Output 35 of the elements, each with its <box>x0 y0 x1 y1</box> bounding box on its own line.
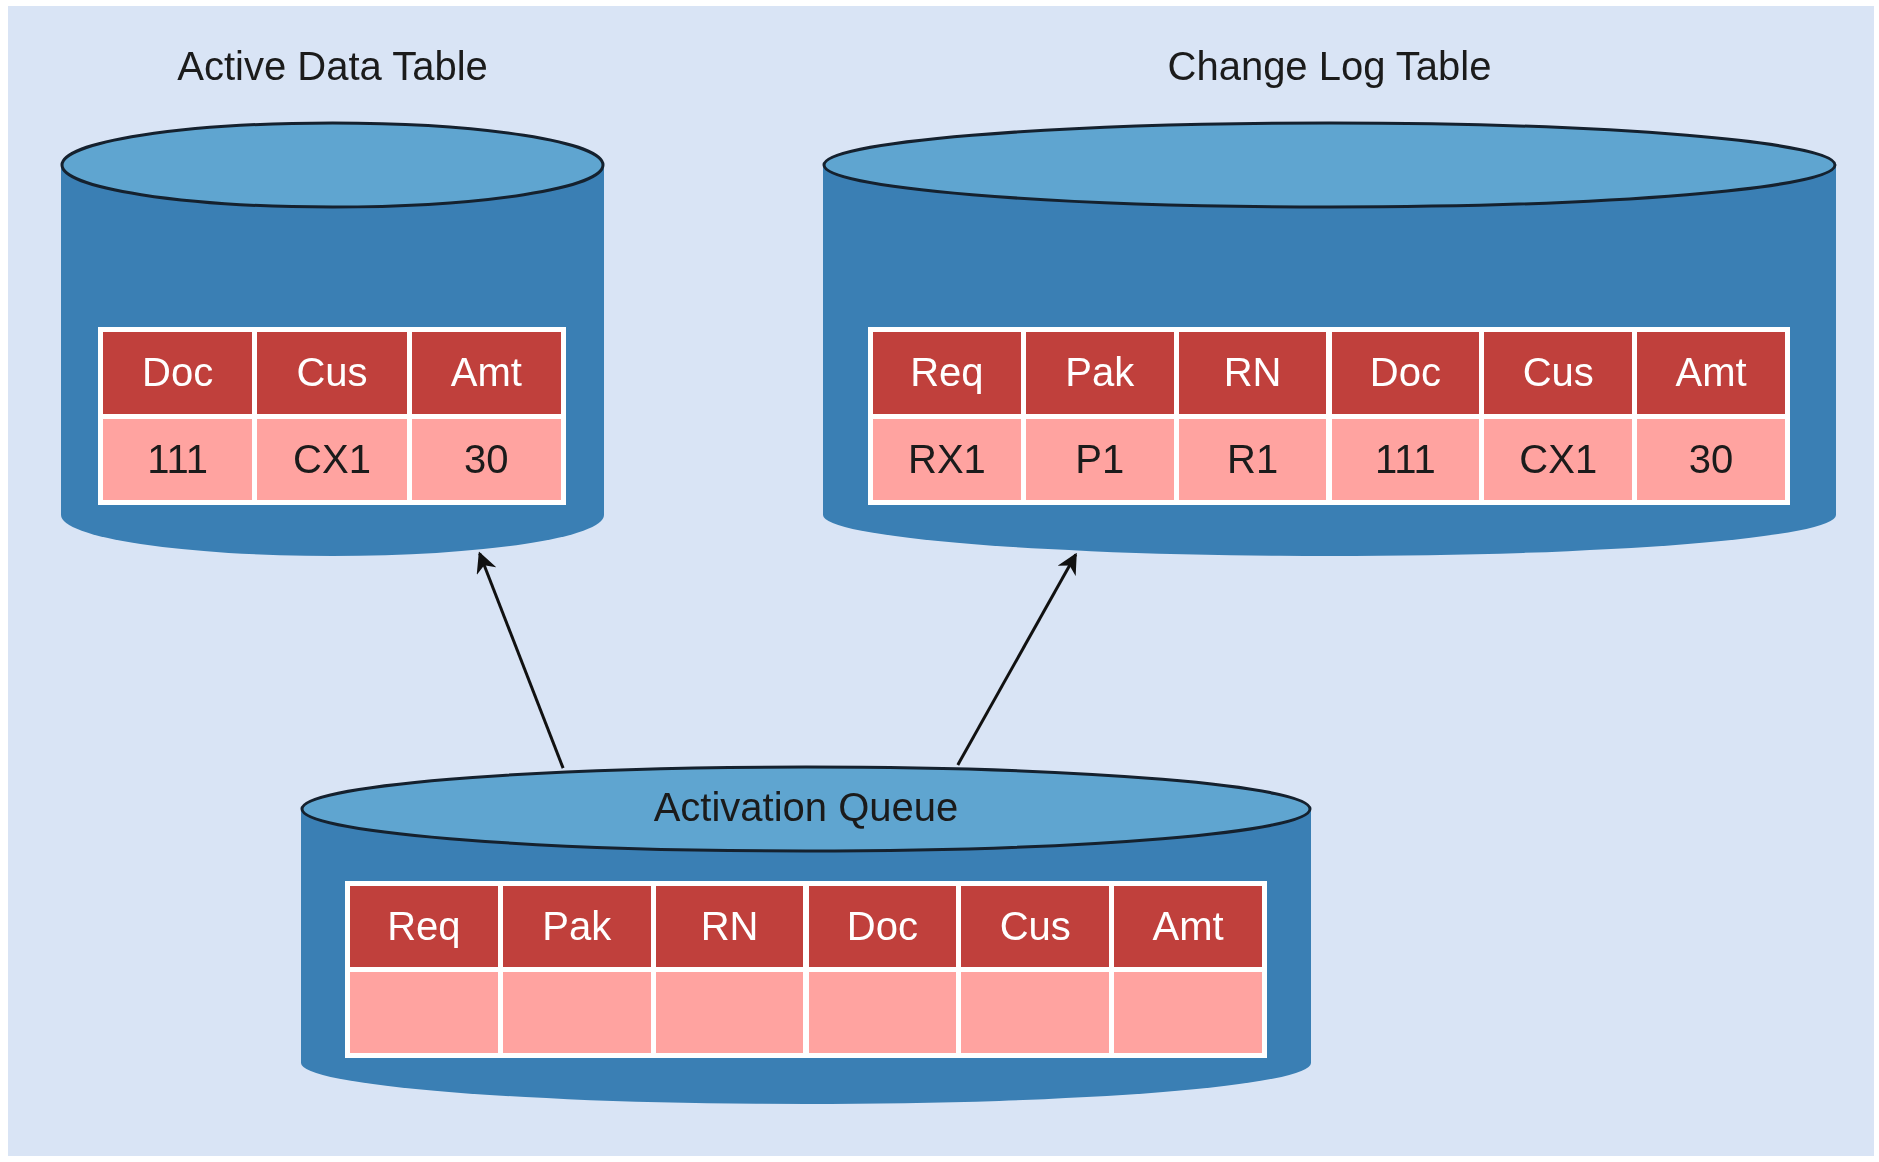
column-header-cell: Doc <box>1331 332 1480 414</box>
table-cell: R1 <box>1178 418 1327 500</box>
column-header-cell: RN <box>1178 332 1327 414</box>
column-header-cell: Pak <box>1025 332 1174 414</box>
column-header-cell: Cus <box>1484 332 1633 414</box>
column-header-cell: Amt <box>1637 332 1785 414</box>
empty-table-cell <box>1114 972 1262 1053</box>
column-header-cell: Cus <box>961 886 1110 967</box>
empty-table-cell <box>961 972 1110 1053</box>
table-cell: CX1 <box>1484 418 1633 500</box>
empty-table-cell <box>655 972 804 1053</box>
empty-table-cell <box>350 972 498 1053</box>
column-header-cell: RN <box>655 886 804 967</box>
arrow <box>956 552 1078 766</box>
table-cell: RX1 <box>873 418 1021 500</box>
column-header-cell: Req <box>350 886 498 967</box>
arrow <box>476 551 565 769</box>
table-title: Activation Queue <box>653 785 959 830</box>
table-title: Change Log Table <box>1167 44 1492 89</box>
table-cell: 30 <box>1637 418 1785 500</box>
table-cell: P1 <box>1025 418 1174 500</box>
table-cell: CX1 <box>257 418 407 500</box>
column-header-cell: Pak <box>502 886 651 967</box>
column-header-cell: Cus <box>257 332 407 414</box>
column-header-cell: Amt <box>411 332 561 414</box>
empty-table-cell <box>502 972 651 1053</box>
table-cell: 111 <box>103 418 253 500</box>
column-header-cell: Amt <box>1114 886 1262 967</box>
column-header-cell: Doc <box>103 332 253 414</box>
column-header-cell: Req <box>873 332 1021 414</box>
table-cell: 30 <box>411 418 561 500</box>
column-header-cell: Doc <box>808 886 957 967</box>
empty-table-cell <box>808 972 957 1053</box>
table-title: Active Data Table <box>177 44 488 89</box>
table-cell: 111 <box>1331 418 1480 500</box>
